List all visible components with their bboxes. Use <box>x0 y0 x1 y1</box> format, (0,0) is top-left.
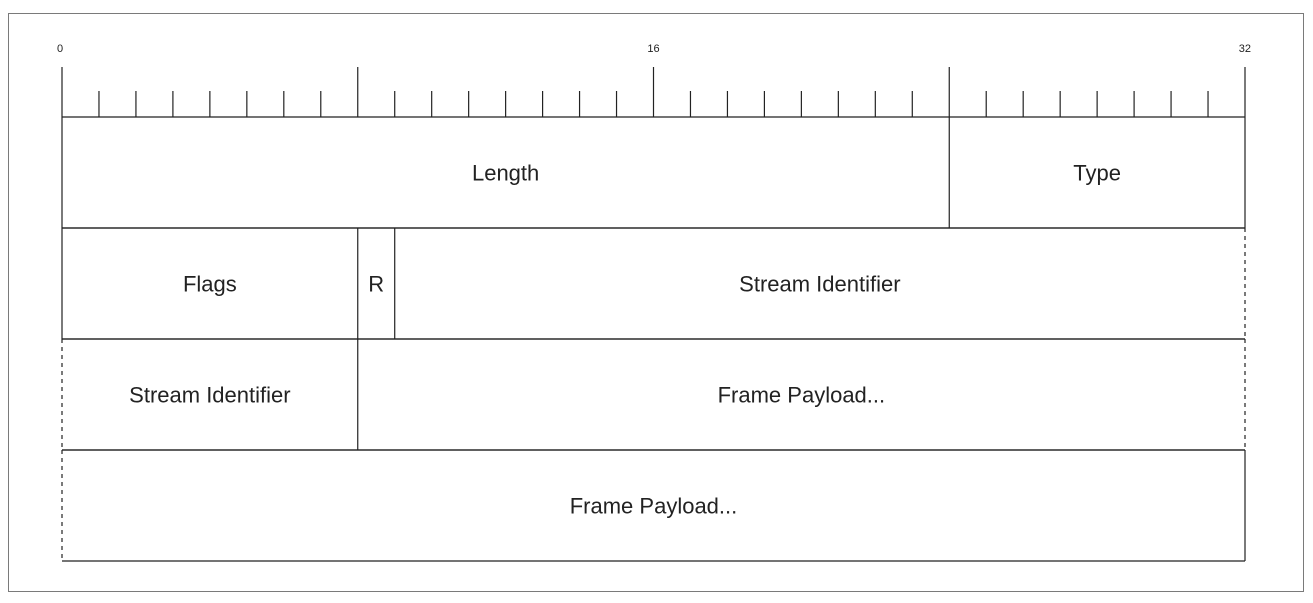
frame-row: Frame Payload... <box>61 449 1246 562</box>
field-length: Length <box>472 161 539 186</box>
bit-ruler: 0 16 32 <box>57 43 1251 117</box>
field-stream-identifier-cont: Stream Identifier <box>129 383 290 408</box>
frame-row: Flags R Stream Identifier <box>61 227 1246 340</box>
frame-row: Length Type <box>61 116 1246 229</box>
field-reserved: R <box>368 272 384 297</box>
ruler-label: 32 <box>1239 43 1251 55</box>
field-flags: Flags <box>183 272 237 297</box>
field-frame-payload: Frame Payload... <box>718 383 886 408</box>
field-type: Type <box>1073 161 1121 186</box>
diagram-frame <box>8 13 1304 592</box>
ruler-label: 0 <box>57 43 63 55</box>
ruler-label: 16 <box>647 43 659 55</box>
frame-row: Stream Identifier Frame Payload... <box>61 338 1246 451</box>
field-stream-identifier: Stream Identifier <box>739 272 900 297</box>
field-frame-payload-cont: Frame Payload... <box>570 494 738 519</box>
